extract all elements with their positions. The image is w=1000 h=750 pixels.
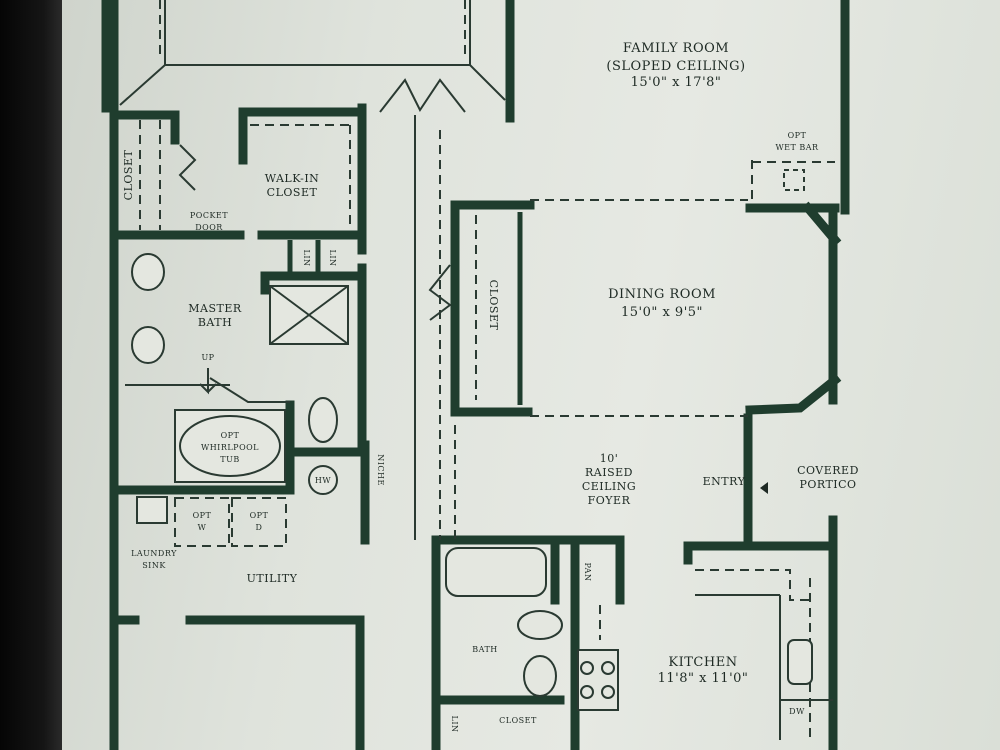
covered-line2: PORTICO [799, 478, 856, 491]
bath-toilet [517, 610, 563, 640]
whirlpool-line3: TUB [220, 455, 239, 464]
pocket-door-line2: DOOR [195, 223, 223, 232]
foyer-line2: RAISED [585, 466, 633, 479]
master-bath-line1: MASTER [188, 302, 242, 315]
sink-2 [131, 326, 165, 364]
wet-bar-line2: WET BAR [775, 143, 819, 152]
labels: FAMILY ROOM (SLOPED CEILING) 15'0" x 17'… [122, 41, 859, 733]
niche-label: NICHE [376, 454, 385, 486]
laundry-line1: LAUNDRY [131, 549, 177, 558]
opt-w-line2: W [198, 523, 207, 532]
foyer-line4: FOYER [588, 494, 631, 507]
family-room-dims: 15'0" x 17'8" [631, 75, 722, 90]
foyer-line1: 10' [600, 452, 619, 465]
family-room-name: FAMILY ROOM [623, 41, 729, 56]
wet-bar-line1: OPT [788, 131, 807, 140]
master-bath-line2: BATH [198, 316, 232, 329]
whirlpool-line1: OPT [221, 431, 240, 440]
utility-name: UTILITY [247, 572, 298, 585]
pocket-door-line1: POCKET [190, 211, 228, 220]
whirlpool-line2: WHIRLPOOL [201, 443, 259, 452]
pan-label: PAN [583, 563, 592, 582]
walls [101, 0, 850, 750]
bath-tub [445, 547, 547, 597]
lin-label-3: LIN [450, 716, 459, 733]
bath-name: BATH [472, 645, 498, 654]
up-label: UP [201, 353, 214, 362]
lin-label-1: LIN [302, 250, 311, 267]
laundry-line2: SINK [142, 561, 166, 570]
opt-d-line2: D [256, 523, 263, 532]
closet-left-label: CLOSET [122, 150, 135, 201]
walk-in-line2: CLOSET [267, 186, 318, 199]
foyer-line3: CEILING [582, 480, 636, 493]
opt-d-line1: OPT [250, 511, 269, 520]
monitor-bezel [0, 0, 62, 750]
water-heater [308, 465, 338, 495]
family-room-note: (SLOPED CEILING) [606, 59, 745, 74]
closet-dining-label: CLOSET [487, 280, 500, 331]
kitchen-sink [787, 639, 813, 685]
range [577, 649, 619, 711]
opt-w-line1: OPT [193, 511, 212, 520]
kitchen-name: KITCHEN [668, 655, 737, 670]
dining-room-dims: 15'0" x 9'5" [621, 305, 703, 320]
hw-label: HW [315, 476, 331, 485]
toilet [308, 397, 338, 443]
covered-line1: COVERED [797, 464, 859, 477]
entry-label: ENTRY [703, 475, 746, 488]
dw-label: DW [789, 707, 805, 716]
dashed-lines [119, 0, 835, 740]
lin-label-2: LIN [328, 250, 337, 267]
sink-1 [131, 253, 165, 291]
floor-plan: FAMILY ROOM (SLOPED CEILING) 15'0" x 17'… [101, 0, 859, 750]
bath-sink [523, 655, 557, 697]
entry-arrow [760, 482, 768, 494]
kitchen-dims: 11'8" x 11'0" [658, 671, 749, 686]
closet-bath-label: CLOSET [499, 716, 537, 725]
walk-in-line1: WALK-IN [265, 172, 320, 185]
fixtures [131, 169, 813, 711]
dining-room-name: DINING ROOM [608, 287, 716, 302]
laundry-sink [136, 496, 168, 524]
floor-plan-sheet: FAMILY ROOM (SLOPED CEILING) 15'0" x 17'… [62, 0, 1000, 750]
